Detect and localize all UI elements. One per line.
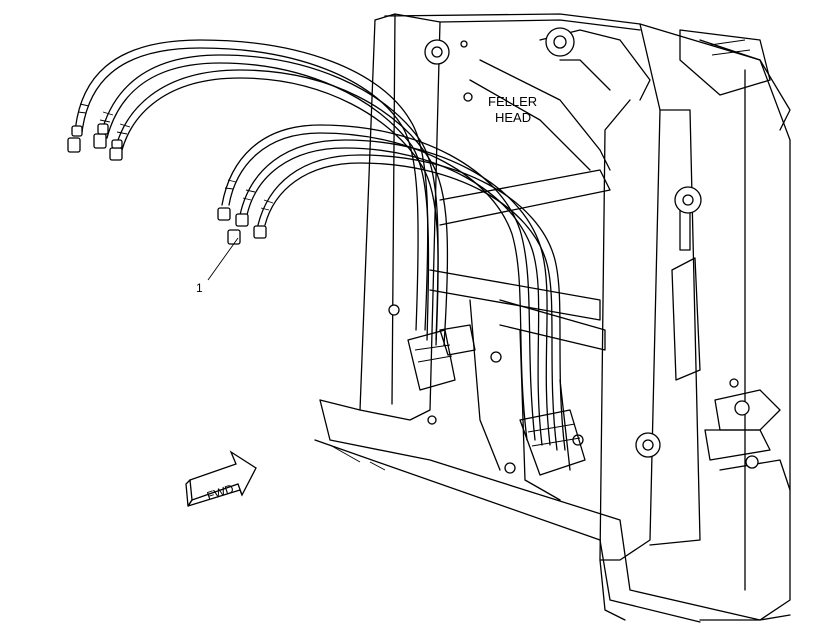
feller-head-label-line1: FELLER — [488, 94, 537, 109]
hose-clamps — [407, 324, 586, 476]
callout-1: 1 — [196, 237, 239, 295]
hose-end-fittings-upper — [67, 123, 123, 161]
feller-head-label-line2: HEAD — [495, 110, 531, 125]
callout-1-number: 1 — [196, 281, 203, 295]
hose-end-fittings-middle — [217, 207, 267, 245]
hose-group-middle — [221, 124, 566, 451]
fwd-arrow-icon: FWD — [185, 450, 257, 507]
hose-group-upper — [74, 39, 449, 346]
frame-pins — [388, 27, 759, 474]
feller-head-frame — [314, 13, 791, 623]
